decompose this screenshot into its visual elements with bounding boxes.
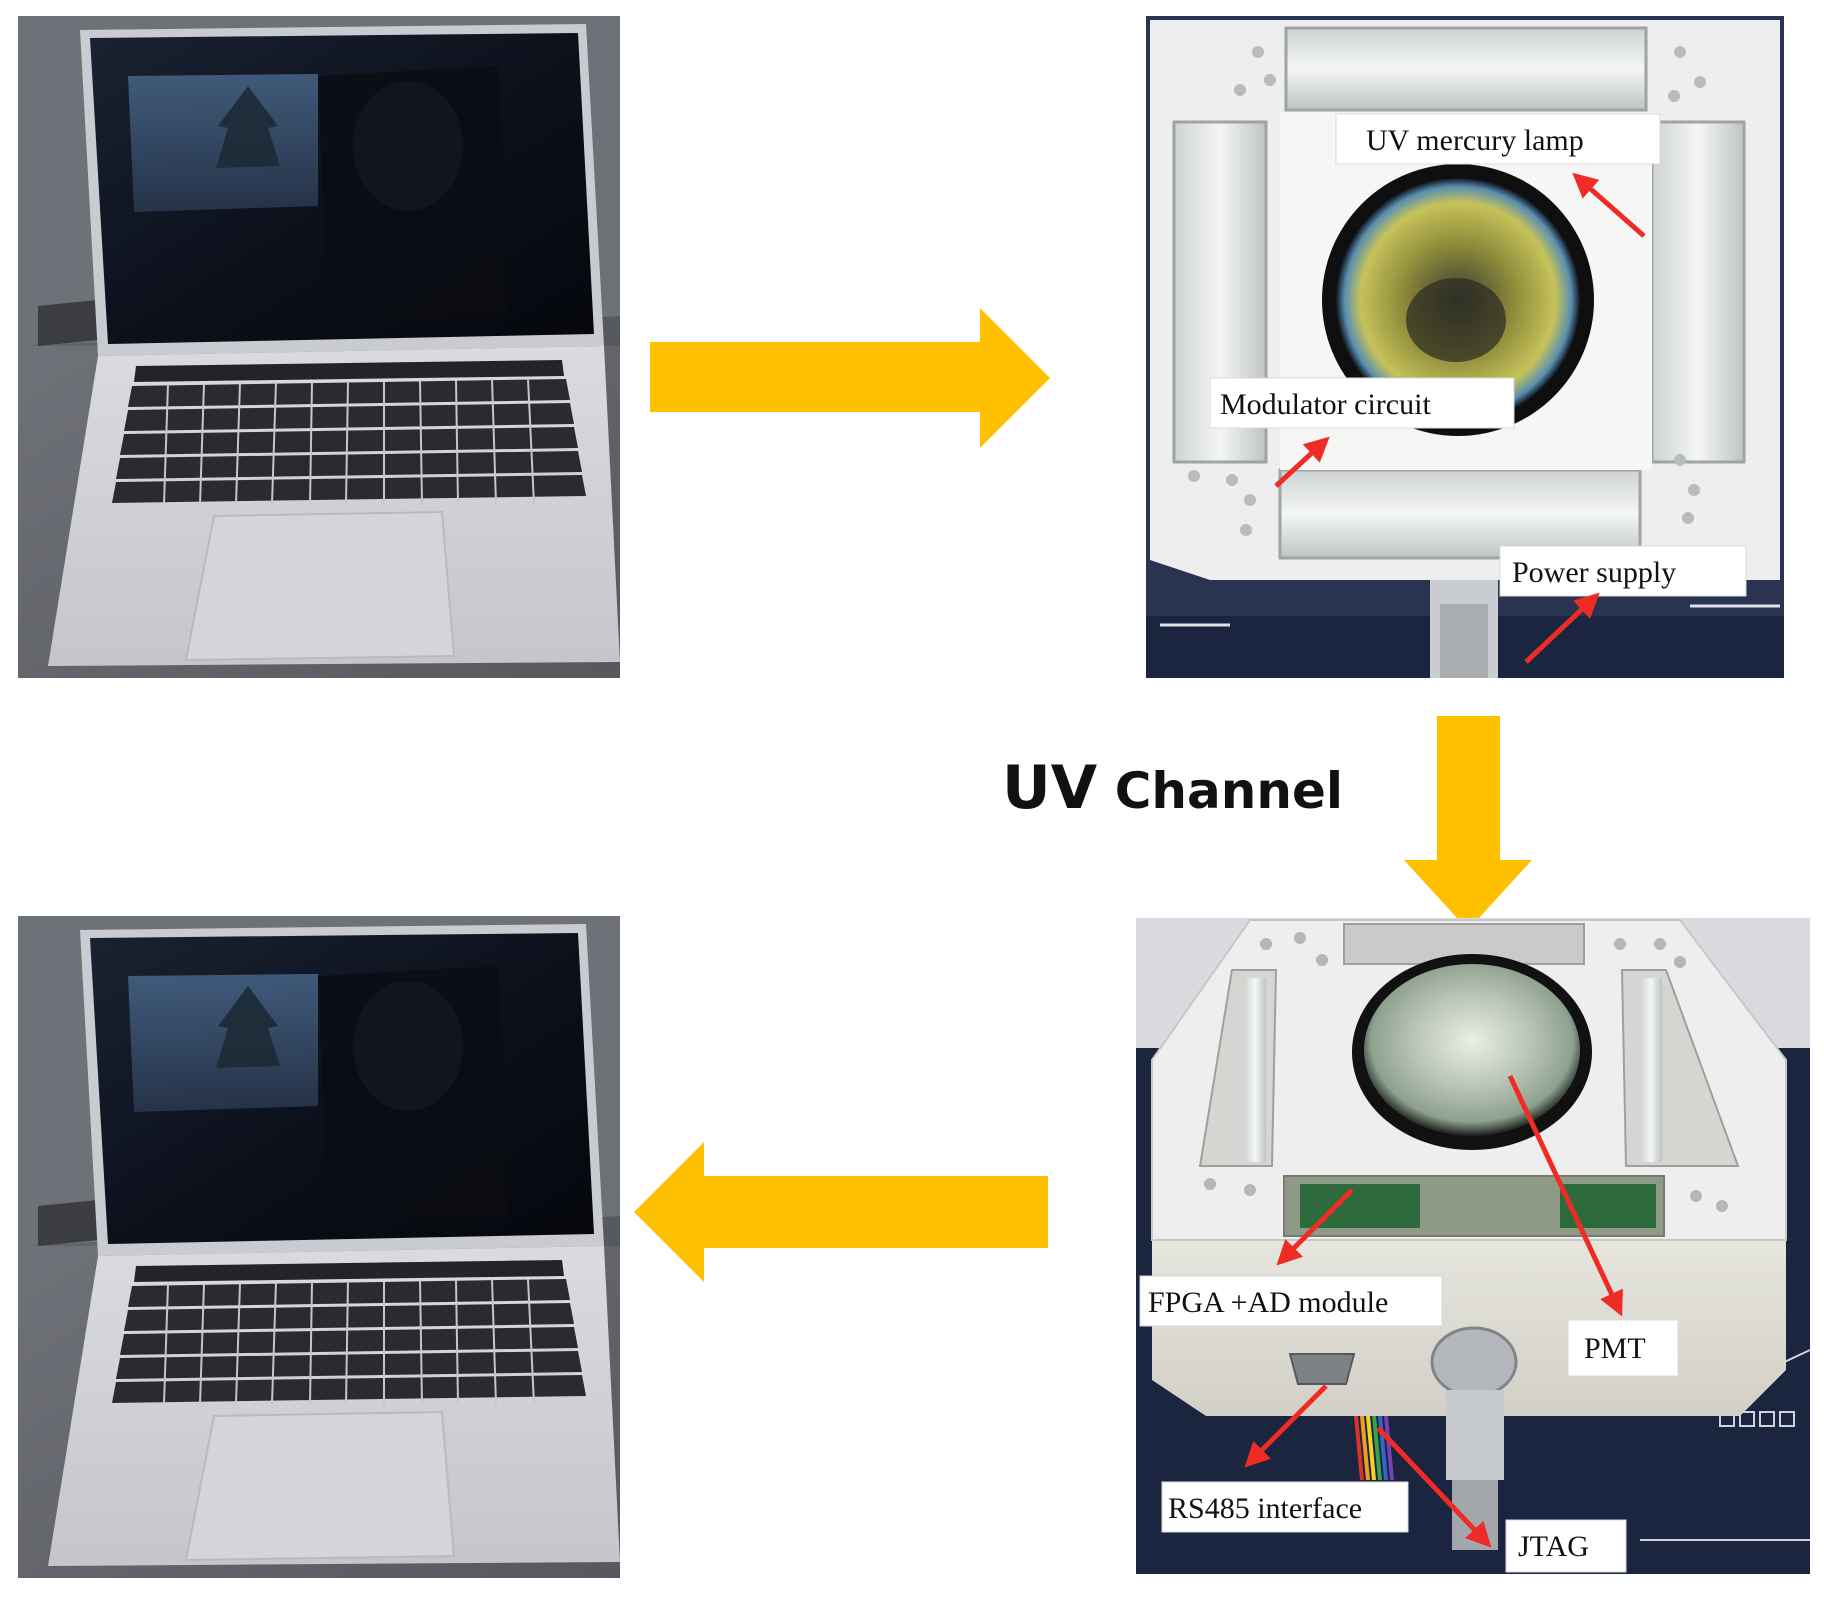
arrow-pmt: [1507, 1074, 1623, 1317]
uv-device-perspective-photo: [1136, 918, 1811, 1574]
laptop-photo-bottom-left: [17, 915, 621, 1579]
flow-arrow-right: [650, 308, 1050, 448]
laptop-photo-top-left: [17, 15, 621, 679]
svg-text:UV mercury lamp: UV mercury lamp: [1366, 124, 1584, 157]
svg-text:Modulator circuit: Modulator circuit: [1220, 388, 1431, 421]
label-jtag: JTAG: [1505, 1519, 1627, 1573]
arrow-fpga-ad-module: [1276, 1188, 1354, 1266]
channel-title: UV Channel: [1002, 753, 1343, 823]
label-uv-mercury-lamp: UV mercury lamp: [1335, 113, 1661, 165]
svg-text:PMT: PMT: [1584, 1332, 1646, 1365]
flow-arrow-down: [1404, 716, 1532, 930]
svg-text:RS485 interface: RS485 interface: [1168, 1492, 1362, 1525]
arrow-power-supply: [1524, 592, 1600, 664]
svg-text:Power supply: Power supply: [1512, 556, 1676, 589]
label-fpga-ad-module: FPGA +AD module: [1139, 1275, 1443, 1327]
arrow-modulator-circuit: [1274, 436, 1330, 488]
arrow-rs485-interface: [1244, 1384, 1328, 1468]
arrow-uv-mercury-lamp: [1572, 172, 1646, 238]
uv-device-top-view-photo: [1146, 16, 1784, 678]
label-modulator-circuit: Modulator circuit: [1209, 377, 1515, 429]
arrow-jtag: [1376, 1426, 1492, 1548]
label-power-supply: Power supply: [1499, 545, 1747, 597]
label-pmt: PMT: [1567, 1319, 1679, 1377]
label-rs485-interface: RS485 interface: [1161, 1481, 1409, 1533]
title-channel: Channel: [1115, 762, 1343, 820]
title-uv: UV: [1002, 753, 1098, 823]
svg-text:JTAG: JTAG: [1518, 1530, 1589, 1563]
svg-text:FPGA +AD module: FPGA +AD module: [1148, 1286, 1388, 1319]
flow-arrow-left: [634, 1142, 1048, 1282]
